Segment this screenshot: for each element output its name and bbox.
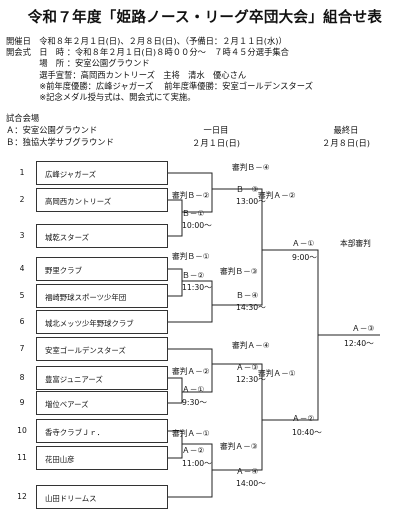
match-b3-time: 13:00～ (236, 197, 266, 206)
venue-b: Ｂ：独協大学サブグラウンド (6, 137, 114, 147)
match-a1-code: Ａ－① (292, 239, 315, 248)
team-name: 城北メッツ少年野球クラブ (45, 319, 134, 328)
info-previous-results: ※前年度優勝：広峰ジャガーズ 前年度準優勝：安室ゴールデンスターズ (6, 80, 313, 91)
match-b1-time: 10:00～ (182, 221, 212, 230)
match-a2b-code: Ａ－② (182, 446, 205, 455)
match-a1-umpire: 審判Ａ－② (258, 191, 296, 200)
team-name: 山田ドリームス (45, 494, 97, 503)
match-a2b-umpire: 審判Ａ－① (172, 429, 210, 438)
venue-a: Ａ：安室公園グラウンド (6, 125, 98, 135)
match-a1b-code: Ａ－① (182, 385, 205, 394)
match-a1b-umpire: 審判Ａ－② (172, 367, 210, 376)
team-seed: 3 (19, 231, 25, 240)
team-box: 山田ドリームス (36, 485, 168, 509)
match-a2-code: Ａ－② (292, 414, 315, 423)
match-a3-code: Ａ－③ (236, 363, 259, 372)
team-seed: 10 (17, 426, 27, 435)
team-seed: 5 (19, 291, 25, 300)
team-seed: 9 (19, 398, 25, 407)
team-box: 安室ゴールデンスターズ (36, 337, 168, 361)
team-name: 福崎野球スポーツ少年団 (45, 293, 127, 302)
team-name: 豊富ジュニアーズ (45, 375, 103, 384)
team-box: 広峰ジャガーズ (36, 161, 168, 185)
day2-date: ２月８日(日) (322, 138, 370, 148)
team-name: 安室ゴールデンスターズ (45, 346, 126, 355)
match-b4-time: 14:30～ (236, 303, 266, 312)
team-box: 香寺クラブＪｒ． (36, 419, 168, 443)
info-opening-time: 開会式 日 時 ：令和８年２月１日(日)８時００分～ ７時４５分選手集合 (6, 47, 289, 58)
team-box: 豊富ジュニアーズ (36, 366, 168, 390)
info-dates: 開催日 令和８年２月１日(日)、２月８日(日)、（予備日：２月１１日(水)） (6, 36, 287, 46)
day1-name: 一日目 (203, 125, 229, 135)
match-a3-umpire: 審判Ａ－④ (232, 341, 270, 350)
team-seed: 7 (19, 344, 25, 353)
team-name: 増位ベアーズ (45, 400, 89, 409)
team-seed: 4 (19, 264, 25, 273)
final-time: 12:40～ (344, 339, 374, 348)
match-a1-time: 9:00～ (292, 253, 317, 262)
match-b3-code: Ｂ－③ (236, 185, 259, 194)
match-b2-time: 11:30～ (182, 283, 212, 292)
day2-name: 最終日 (333, 125, 359, 135)
match-b4-code: Ｂ－④ (236, 291, 259, 300)
team-seed: 12 (17, 492, 27, 501)
info-medal-note: ※記念メダル授与式は、開会式にて実施。 (6, 92, 196, 103)
team-seed: 2 (19, 195, 25, 204)
match-b1-code: Ｂ－① (182, 209, 205, 218)
team-name: 香寺クラブＪｒ． (45, 428, 105, 437)
team-name: 花田山彦 (45, 455, 75, 464)
team-name: 広峰ジャガーズ (45, 170, 96, 179)
day1-date: ２月１日(日) (192, 138, 240, 148)
team-seed: 1 (19, 168, 25, 177)
match-b2-code: Ｂ－② (182, 271, 205, 280)
page-title: 令和７年度「姫路ノース・リーグ卒団大会」組合せ表 (27, 10, 383, 26)
match-b3-umpire: 審判Ｂ－④ (232, 163, 270, 172)
match-a4-umpire: 審判Ａ－③ (220, 442, 258, 451)
match-b1-umpire: 審判Ｂ－② (172, 191, 210, 200)
team-name: 野里クラブ (45, 266, 82, 275)
info-oath: 選手宣誓：高岡西カントリーズ 主将 清水 優心さん (6, 69, 247, 80)
match-a1b-time: 9:30～ (182, 398, 207, 407)
team-name: 城乾スターズ (45, 233, 89, 242)
team-box: 花田山彦 (36, 446, 168, 470)
match-a4-time: 14:00～ (236, 479, 266, 488)
team-name: 高岡西カントリーズ (45, 197, 112, 206)
team-seed: 6 (19, 317, 25, 326)
info-opening-place: 場 所 ：安室公園グラウンド (6, 58, 150, 69)
match-a2-time: 10:40～ (292, 428, 322, 437)
team-box: 城乾スターズ (36, 224, 168, 248)
match-a2b-time: 11:00～ (182, 459, 212, 468)
match-b4-umpire: 審判Ｂ－③ (220, 267, 258, 276)
event-info: 開催日 令和８年２月１日(日)、２月８日(日)、（予備日：２月１１日(水)） 開… (6, 36, 313, 103)
final-code: Ａ－③ (352, 324, 375, 333)
team-seed: 11 (17, 453, 27, 462)
team-box: 福崎野球スポーツ少年団 (36, 284, 168, 308)
team-box: 増位ベアーズ (36, 391, 168, 415)
match-b2-umpire: 審判Ｂ－① (172, 252, 210, 261)
team-box: 高岡西カントリーズ (36, 188, 168, 212)
final-umpire: 本部審判 (340, 239, 371, 248)
team-seed: 8 (19, 373, 25, 382)
match-a3-time: 12:30～ (236, 375, 266, 384)
team-box: 城北メッツ少年野球クラブ (36, 310, 168, 334)
match-a4-code: Ａ－④ (236, 467, 259, 476)
match-a2-umpire: 審判Ａ－① (258, 369, 296, 378)
venue-heading: 試合会場 (6, 113, 40, 123)
team-box: 野里クラブ (36, 257, 168, 281)
